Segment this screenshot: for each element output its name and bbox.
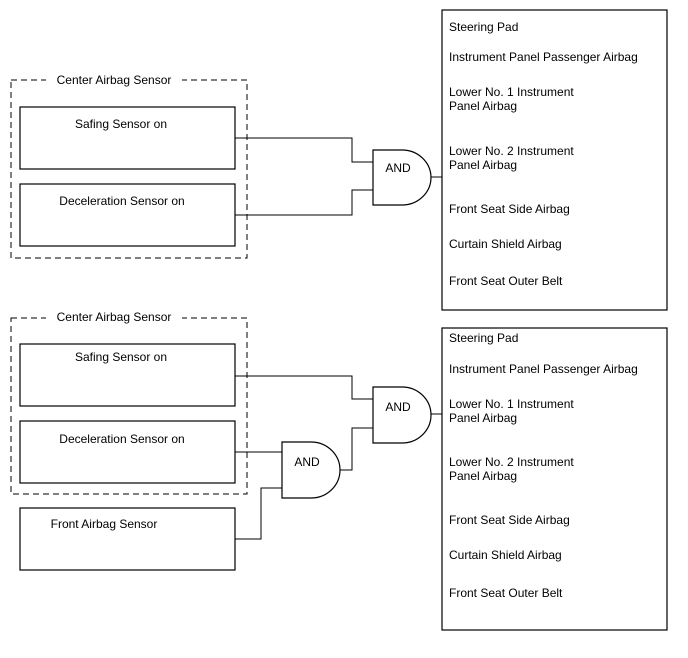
deceleration-sensor-box-2 <box>19 420 236 484</box>
center-airbag-sensor-label-2: Center Airbag Sensor <box>57 310 172 324</box>
and-gate-outer-label-2: AND <box>385 400 411 414</box>
and-gate-outer-2 <box>372 386 432 444</box>
wire-safing-to-and-outer <box>235 375 373 400</box>
center-airbag-sensor-group-1 <box>10 79 248 259</box>
center-airbag-sensor-label-1: Center Airbag Sensor <box>57 73 172 87</box>
output-lower-no1-line1-1: Lower No. 1 Instrument <box>449 85 574 99</box>
wire-and-inner-to-and-outer <box>340 427 373 471</box>
center-airbag-sensor-group-2 <box>10 317 248 495</box>
output-curtain-shield-airbag-1: Curtain Shield Airbag <box>449 237 562 251</box>
output-steering-pad-1: Steering Pad <box>449 20 518 34</box>
and-gate-label-1: AND <box>385 161 411 175</box>
safing-sensor-box-2 <box>19 343 236 407</box>
front-airbag-sensor-box <box>19 507 236 571</box>
output-lower-no1-line2-2: Panel Airbag <box>449 411 517 425</box>
diagram-1: Center Airbag Sensor Safing Sensor on De… <box>10 9 668 311</box>
output-ip-passenger-airbag-1: Instrument Panel Passenger Airbag <box>449 50 638 64</box>
safing-sensor-box-1 <box>19 106 236 170</box>
output-front-seat-side-airbag-1: Front Seat Side Airbag <box>449 202 570 216</box>
and-gate-inner-label-2: AND <box>294 455 320 469</box>
output-lower-no1-line2-1: Panel Airbag <box>449 99 517 113</box>
safing-sensor-label-2: Safing Sensor on <box>75 350 167 364</box>
wire-front-to-and-inner <box>235 487 282 540</box>
front-airbag-sensor-label: Front Airbag Sensor <box>51 517 158 531</box>
output-lower-no1-line1-2: Lower No. 1 Instrument <box>449 397 574 411</box>
output-lower-no2-line2-2: Panel Airbag <box>449 469 517 483</box>
output-front-seat-outer-belt-1: Front Seat Outer Belt <box>449 274 563 288</box>
safing-sensor-label-1: Safing Sensor on <box>75 117 167 131</box>
and-gate-inner-2 <box>281 441 341 499</box>
deceleration-sensor-label-1: Deceleration Sensor on <box>59 194 184 208</box>
output-front-seat-outer-belt-2: Front Seat Outer Belt <box>449 586 563 600</box>
output-lower-no2-line2-1: Panel Airbag <box>449 158 517 172</box>
wire-safing-to-and-1 <box>235 137 373 163</box>
output-steering-pad-2: Steering Pad <box>449 331 518 345</box>
and-gate-1 <box>372 149 432 206</box>
wire-decel-to-and-1 <box>235 189 373 216</box>
output-curtain-shield-airbag-2: Curtain Shield Airbag <box>449 548 562 562</box>
output-box-2 <box>441 327 668 631</box>
output-box-1 <box>441 9 668 311</box>
output-ip-passenger-airbag-2: Instrument Panel Passenger Airbag <box>449 362 638 376</box>
diagram-2: Center Airbag Sensor Safing Sensor on De… <box>10 310 668 631</box>
output-lower-no2-line1-2: Lower No. 2 Instrument <box>449 455 574 469</box>
deceleration-sensor-label-2: Deceleration Sensor on <box>59 432 184 446</box>
output-front-seat-side-airbag-2: Front Seat Side Airbag <box>449 513 570 527</box>
output-lower-no2-line1-1: Lower No. 2 Instrument <box>449 144 574 158</box>
